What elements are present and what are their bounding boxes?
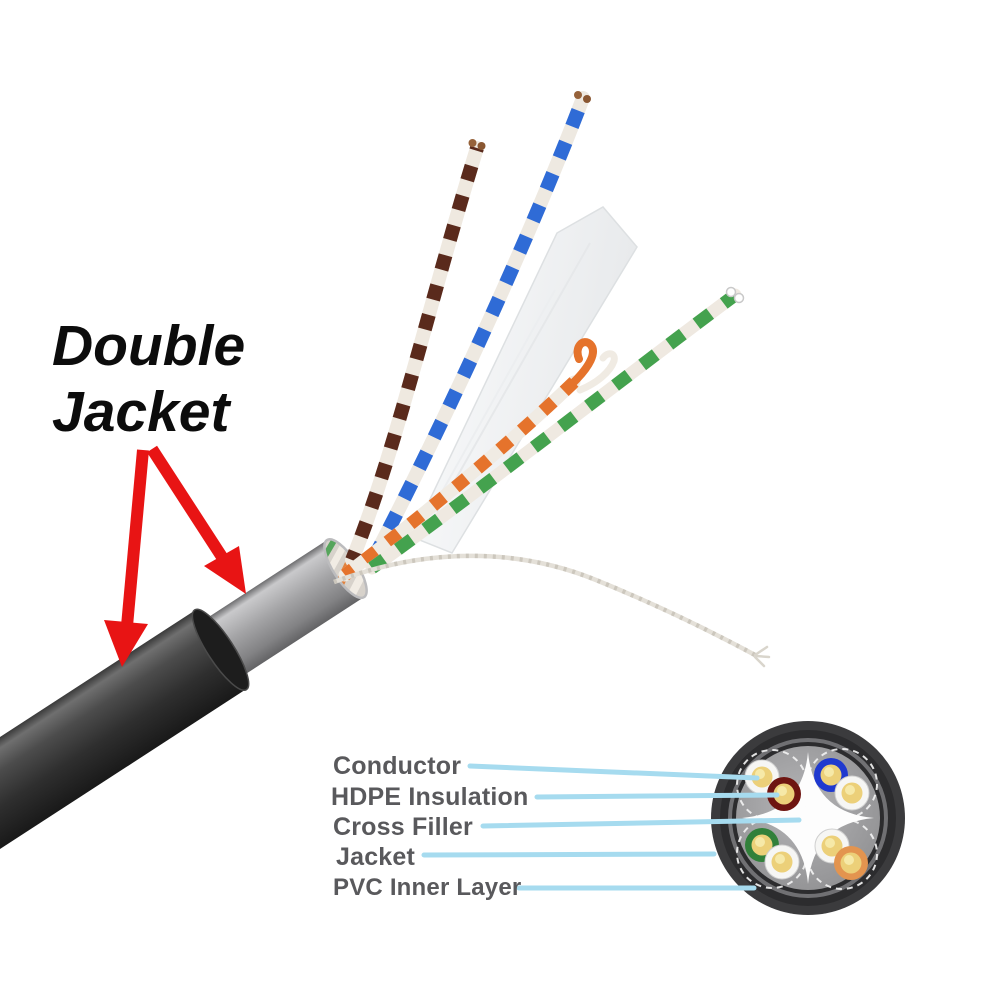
orange-strand	[341, 377, 579, 581]
label-cross-filler: Cross Filler	[333, 813, 473, 841]
jacket-arrow-right	[146, 445, 246, 594]
brown-white-pair	[345, 139, 486, 567]
cable	[0, 533, 368, 909]
wire-pair2-white	[834, 775, 870, 811]
white-curl	[576, 350, 618, 394]
double-jacket-title: Double Jacket	[52, 313, 245, 445]
wire-pair3-white	[764, 844, 800, 880]
wire-end	[725, 286, 737, 298]
leader-conductor	[467, 763, 760, 781]
title-line-1: Double	[52, 314, 246, 378]
cross-section-diagram	[711, 721, 905, 915]
leader-hdpe-insulation	[534, 792, 780, 800]
label-pvc-inner-layer: PVC Inner Layer	[333, 874, 522, 901]
cross-filler-tape	[410, 206, 638, 554]
label-hdpe-insulation: HDPE Insulation	[331, 783, 529, 811]
green-white-pair	[365, 286, 745, 575]
wire-end	[733, 292, 745, 304]
orange-curl	[570, 338, 597, 386]
copper-tip	[574, 91, 582, 99]
outer-jacket-cut-edge	[191, 608, 250, 691]
wire-pair1-brown	[767, 777, 801, 811]
rip-cord	[333, 553, 771, 668]
jacket-arrow-left	[104, 449, 149, 667]
orange-white-pair	[338, 338, 618, 582]
jacket-highlight-ring	[728, 738, 888, 898]
copper-tip	[468, 139, 477, 147]
copper-tip	[583, 95, 591, 103]
label-jacket: Jacket	[336, 843, 416, 871]
label-conductor: Conductor	[333, 752, 462, 780]
leader-lines	[421, 763, 802, 891]
arrowhead	[204, 546, 246, 594]
leader-jacket	[421, 851, 717, 858]
cross-filler-star-sparkle	[788, 798, 828, 838]
brown-strand	[345, 145, 484, 563]
wire-pair4-orange	[834, 846, 868, 880]
leader-cross-filler	[480, 817, 802, 829]
green-strand	[368, 289, 739, 574]
copper-tip	[477, 142, 486, 150]
arrowhead	[104, 620, 148, 667]
outer-jacket	[0, 610, 247, 909]
title-line-2: Jacket	[52, 380, 230, 444]
blue-white-pair	[371, 91, 591, 557]
blue-strand	[371, 95, 590, 554]
